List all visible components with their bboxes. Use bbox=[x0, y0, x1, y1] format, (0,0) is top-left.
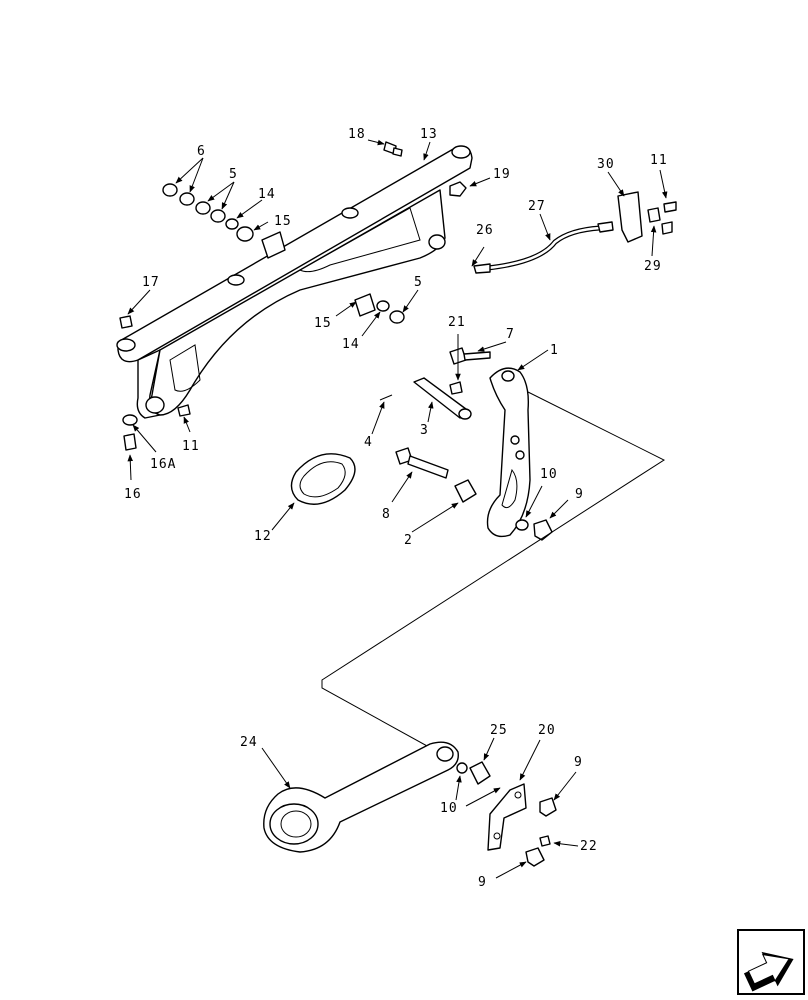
callout-15: 15 bbox=[314, 316, 332, 331]
guard-ring-12 bbox=[290, 453, 356, 505]
cotter-pin-4 bbox=[379, 394, 393, 401]
hose-part-27 bbox=[473, 221, 614, 274]
callout-10: 10 bbox=[440, 801, 458, 816]
callout-8: 8 bbox=[382, 507, 391, 522]
pin-3 bbox=[413, 377, 472, 420]
callout-14: 14 bbox=[258, 187, 276, 202]
callout-1: 1 bbox=[550, 343, 559, 358]
callout-17: 17 bbox=[142, 275, 160, 290]
leader-lines bbox=[127, 139, 668, 879]
callout-15: 15 bbox=[274, 214, 292, 229]
callout-5: 5 bbox=[229, 167, 238, 182]
callout-11: 11 bbox=[650, 153, 668, 168]
callout-3: 3 bbox=[420, 423, 429, 438]
callout-18: 18 bbox=[348, 127, 366, 142]
callout-26: 26 bbox=[476, 223, 494, 238]
callout-12: 12 bbox=[254, 529, 272, 544]
bracket-20 bbox=[487, 783, 527, 851]
callout-5: 5 bbox=[414, 275, 423, 290]
callout-22: 22 bbox=[580, 839, 598, 854]
callout-2: 2 bbox=[404, 533, 413, 548]
assembly-link-line bbox=[321, 391, 666, 753]
callout-25: 25 bbox=[490, 723, 508, 738]
callout-16: 16 bbox=[124, 487, 142, 502]
callout-6: 6 bbox=[197, 144, 206, 159]
cross-frame-part-13 bbox=[116, 145, 473, 419]
grease-fitting-17 bbox=[119, 315, 133, 329]
callout-24: 24 bbox=[240, 735, 258, 750]
callout-30: 30 bbox=[597, 157, 615, 172]
callout-27: 27 bbox=[528, 199, 546, 214]
washer-10-nut-9-upper bbox=[515, 519, 553, 541]
callout-14: 14 bbox=[342, 337, 360, 352]
callout-11: 11 bbox=[182, 439, 200, 454]
bracket-30 bbox=[617, 191, 677, 243]
link-rod-part-24 bbox=[263, 741, 459, 853]
callout-9: 9 bbox=[478, 875, 487, 890]
callout-7: 7 bbox=[506, 327, 515, 342]
callout-19: 19 bbox=[493, 167, 511, 182]
bolt-8 bbox=[395, 447, 449, 479]
bolt-7-21 bbox=[449, 347, 491, 395]
callout-13: 13 bbox=[420, 127, 438, 142]
nut-19 bbox=[449, 181, 467, 197]
callout-21: 21 bbox=[448, 315, 466, 330]
grease-fitting-11-left bbox=[177, 404, 191, 417]
callout-29: 29 bbox=[644, 259, 662, 274]
bushing-2 bbox=[454, 479, 477, 503]
washer-10-bushing-25 bbox=[456, 761, 491, 785]
callout-9: 9 bbox=[574, 755, 583, 770]
callout-labels: 18 13 19 6 5 14 15 17 11 16A 16 15 14 5 … bbox=[124, 127, 668, 890]
bolt-18 bbox=[383, 141, 403, 157]
washers-5-6 bbox=[162, 183, 405, 324]
lever-part-1 bbox=[486, 367, 531, 538]
nuts-9-22-lower bbox=[525, 797, 557, 867]
previous-page-arrow-icon[interactable] bbox=[737, 929, 805, 997]
callout-16A: 16A bbox=[150, 457, 176, 472]
callout-4: 4 bbox=[364, 435, 373, 450]
callout-9: 9 bbox=[575, 487, 584, 502]
callout-10: 10 bbox=[540, 467, 558, 482]
callout-20: 20 bbox=[538, 723, 556, 738]
bolt-16-16A bbox=[122, 414, 138, 451]
